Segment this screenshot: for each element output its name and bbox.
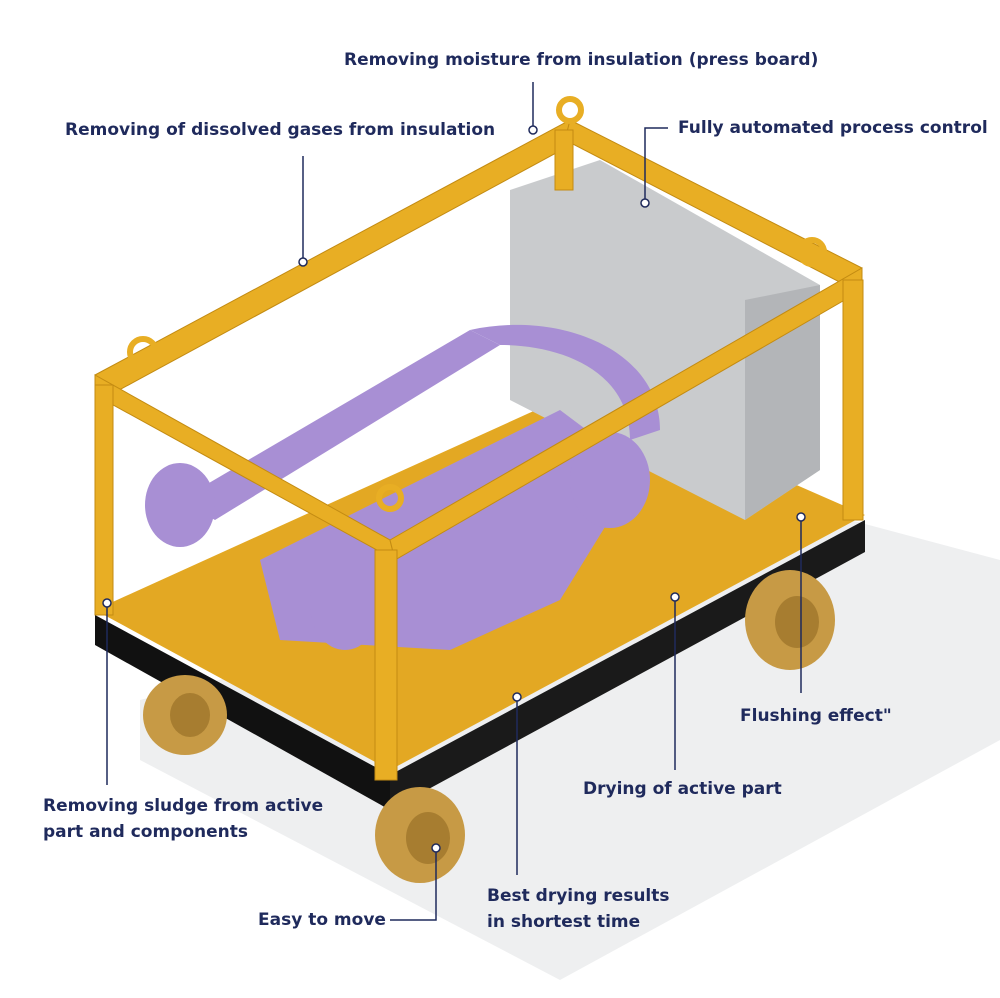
label-flushing: Flushing effect" xyxy=(740,706,892,726)
label-best-2: in shortest time xyxy=(487,912,641,932)
label-sludge-2: part and components xyxy=(43,822,249,842)
label-drying: Drying of active part xyxy=(583,779,782,799)
callout-dot xyxy=(431,843,441,853)
label-sludge-1: Removing sludge from active xyxy=(43,796,324,816)
base-rail-side xyxy=(390,520,865,810)
leader-lines xyxy=(106,82,802,921)
label-moisture: Removing moisture from insulation (press… xyxy=(344,50,819,70)
callout-dot xyxy=(102,598,112,608)
lifting-eye-icon xyxy=(556,96,584,124)
lifting-eye-icon xyxy=(127,336,159,368)
callout-dot xyxy=(528,125,538,135)
base-rail-front xyxy=(95,615,390,810)
callout-dot xyxy=(796,512,806,522)
lifting-eye-icon xyxy=(376,484,404,512)
lifting-eye-icon xyxy=(797,237,827,267)
wheel-icon xyxy=(143,675,227,755)
lifting-frame xyxy=(94,119,864,781)
callout-dot xyxy=(640,198,650,208)
wheel-icon xyxy=(745,570,835,670)
label-easy-move: Easy to move xyxy=(258,910,386,930)
callout-dot xyxy=(670,592,680,602)
label-gases: Removing of dissolved gases from insulat… xyxy=(65,120,496,140)
label-best-1: Best drying results xyxy=(487,886,670,906)
callout-dot xyxy=(298,257,308,267)
callout-dot xyxy=(512,692,522,702)
label-automated: Fully automated process control xyxy=(678,118,988,138)
wheel-icon xyxy=(375,787,465,883)
